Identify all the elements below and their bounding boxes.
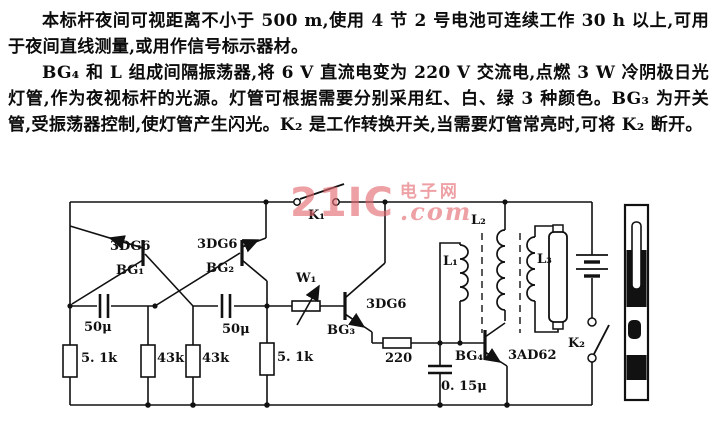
coil-l2 xyxy=(496,229,506,311)
label-c3: 0. 15μ xyxy=(441,379,487,394)
fluorescent-lamp xyxy=(548,224,568,330)
switch-k1 xyxy=(293,183,345,206)
label-q3-type: 3DG6 xyxy=(366,297,406,312)
resistor-r2 xyxy=(140,344,156,378)
label-pot: W₁ xyxy=(295,271,316,286)
junction-dots xyxy=(67,199,510,408)
pot-arrow xyxy=(296,284,320,326)
label-r2: 43k xyxy=(157,351,185,366)
switch-k2 xyxy=(587,317,610,363)
transistor-bars xyxy=(141,240,487,360)
label-q2-type: 3DG6 xyxy=(197,237,237,252)
resistor-r3 xyxy=(185,344,201,378)
capacitor-c2 xyxy=(220,294,232,318)
capacitor-c1 xyxy=(98,294,110,318)
label-sw1: K₁ xyxy=(308,208,325,223)
label-q1-type: 3DG6 xyxy=(110,239,150,254)
paragraph-2: BG₄ 和 L 组成间隔振荡器,将 6 V 直流电变为 220 V 交流电,点燃… xyxy=(8,63,709,135)
capacitor-c3 xyxy=(428,364,452,375)
rod-housing xyxy=(628,320,641,339)
label-coil2: L₂ xyxy=(471,213,486,228)
label-q1: BG₁ xyxy=(116,263,144,278)
resistor-r1 xyxy=(62,344,78,378)
label-c2: 50μ xyxy=(222,322,250,337)
surveying-rod xyxy=(623,203,650,402)
resistor-r5 xyxy=(382,337,412,349)
emitter-arrows xyxy=(108,235,502,363)
coil-l3 xyxy=(526,236,536,302)
rod-lamp-tube xyxy=(631,221,642,290)
label-r4: 5. 1k xyxy=(277,350,314,365)
label-coil3: L₃ xyxy=(537,252,552,267)
label-r1: 5. 1k xyxy=(81,351,118,366)
paragraph-1: 本标杆夜间可视距离不小于 500 m,使用 4 节 2 号电池可连续工作 30 … xyxy=(8,11,709,57)
coil-l1 xyxy=(459,244,469,302)
label-r5: 220 xyxy=(385,351,412,366)
component-labels: 3DG6 BG₁ 3DG6 BG₂ 50μ 50μ 5. 1k 43k 43k … xyxy=(81,208,585,394)
description-text: 本标杆夜间可视距离不小于 500 m,使用 4 节 2 号电池可连续工作 30 … xyxy=(0,4,715,138)
battery xyxy=(576,254,608,278)
label-q4: BG₄ xyxy=(455,349,483,364)
transformer-core xyxy=(481,233,521,333)
coils xyxy=(459,229,536,311)
label-q2: BG₂ xyxy=(206,261,234,276)
resistor-r4 xyxy=(259,342,275,376)
label-sw2: K₂ xyxy=(568,336,585,351)
label-q4-type: 3AD62 xyxy=(508,348,557,363)
label-coil1: L₁ xyxy=(443,254,458,269)
label-c1: 50μ xyxy=(84,320,112,335)
label-q3: BG₃ xyxy=(327,323,355,338)
label-r3: 43k xyxy=(202,351,230,366)
